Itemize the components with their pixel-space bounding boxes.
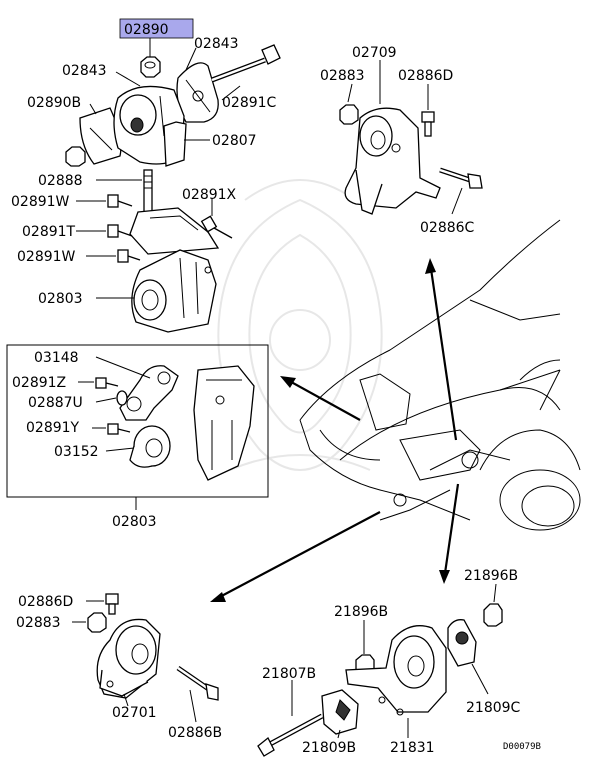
lower-left-mount-group: 02886D 02883 02701 02886B <box>16 593 222 741</box>
bushing-02807 <box>113 85 187 167</box>
bracket-03148 <box>119 365 179 421</box>
bolt-02886D-lower <box>105 593 119 615</box>
bushing-03152 <box>129 425 171 468</box>
label-02709[interactable]: 02709 <box>352 45 397 61</box>
nut-21896B-right <box>483 603 503 627</box>
bolt-02891W-lower <box>117 249 141 263</box>
upper-left-leaders <box>76 47 241 299</box>
watermark-emblem <box>217 179 383 471</box>
label-02807[interactable]: 02807 <box>212 133 257 149</box>
bolt-02891T <box>107 224 133 238</box>
boxed-assembly: 03148 02891Z 02887U 02891Y 03152 02803 <box>6 344 269 530</box>
mount-21831 <box>345 625 447 716</box>
label-02843-left[interactable]: 02843 <box>62 63 107 79</box>
label-02843-right[interactable]: 02843 <box>194 36 239 52</box>
label-02891Y[interactable]: 02891Y <box>26 420 80 436</box>
bolt-02891Y <box>107 423 131 435</box>
label-21807B[interactable]: 21807B <box>262 666 316 682</box>
nut-left <box>65 146 86 167</box>
label-02888[interactable]: 02888 <box>38 173 83 189</box>
pointer-arrows <box>210 258 460 602</box>
bolt-02886B <box>176 665 219 701</box>
label-02883-upper[interactable]: 02883 <box>320 68 365 84</box>
label-21809C[interactable]: 21809C <box>466 700 521 716</box>
plate-21809C <box>447 619 477 667</box>
highlighted-part-label[interactable]: 02890 <box>124 22 169 38</box>
label-03148[interactable]: 03148 <box>34 350 79 366</box>
nut-02890 <box>140 56 161 78</box>
vehicle-outline <box>299 219 581 531</box>
bracket-upper <box>129 207 220 255</box>
label-02886D-lower[interactable]: 02886D <box>18 594 73 610</box>
cushion-02890B <box>79 107 122 165</box>
label-02883-lower[interactable]: 02883 <box>16 615 61 631</box>
label-02886D-upper[interactable]: 02886D <box>398 68 453 84</box>
nut-02883-lower <box>87 612 107 633</box>
highlight-box <box>119 18 194 39</box>
bracket-02803-box <box>193 365 255 481</box>
label-02886B[interactable]: 02886B <box>168 725 222 741</box>
label-02886C[interactable]: 02886C <box>420 220 475 236</box>
bolt-02886D <box>421 111 435 137</box>
assembly-box <box>6 344 269 498</box>
stud-02888 <box>143 169 153 213</box>
mount-02709 <box>344 107 441 215</box>
bolt-02891Z <box>95 377 119 389</box>
upper-right-mount-group: 02709 02883 02886D 02886C <box>320 45 483 236</box>
label-02891X[interactable]: 02891X <box>182 187 237 203</box>
mount-02701 <box>96 618 161 699</box>
label-21896B-right[interactable]: 21896B <box>464 568 518 584</box>
label-21809B[interactable]: 21809B <box>302 740 356 756</box>
label-21831[interactable]: 21831 <box>390 740 435 756</box>
label-21896B-center[interactable]: 21896B <box>334 604 388 620</box>
bolt-21807B <box>257 713 324 757</box>
arrow-to-upper-right <box>428 261 458 441</box>
bracket-21809B <box>321 689 359 735</box>
bracket-02803 <box>131 249 217 333</box>
diagram-code: D00079B <box>503 742 541 752</box>
label-02891W-lower[interactable]: 02891W <box>17 249 76 265</box>
label-02701[interactable]: 02701 <box>112 705 157 721</box>
nut-02883 <box>339 104 359 125</box>
label-02890B[interactable]: 02890B <box>27 95 81 111</box>
label-02803-upper[interactable]: 02803 <box>38 291 83 307</box>
upper-left-mount-group: 02890 <box>11 18 281 333</box>
label-02803-box[interactable]: 02803 <box>112 514 157 530</box>
bolt-02891C <box>211 44 281 83</box>
arrow-to-lower-left <box>213 511 381 601</box>
arrow-to-box <box>283 377 361 421</box>
lower-right-mount-group: 21896B 21896B 21807B 21809C 21809B 21831 <box>257 568 521 757</box>
label-02891T[interactable]: 02891T <box>22 224 76 240</box>
label-02891Z[interactable]: 02891Z <box>12 375 66 391</box>
washer-02887U <box>116 390 128 406</box>
label-02891C[interactable]: 02891C <box>222 95 277 111</box>
label-02887U[interactable]: 02887U <box>28 395 83 411</box>
label-02891W-upper[interactable]: 02891W <box>11 194 70 210</box>
bolt-02891X <box>200 215 233 239</box>
bolt-02886C <box>439 167 483 189</box>
bolt-02891W-upper <box>107 194 133 208</box>
arrow-to-lower-right <box>442 483 460 581</box>
label-03152[interactable]: 03152 <box>54 444 99 460</box>
